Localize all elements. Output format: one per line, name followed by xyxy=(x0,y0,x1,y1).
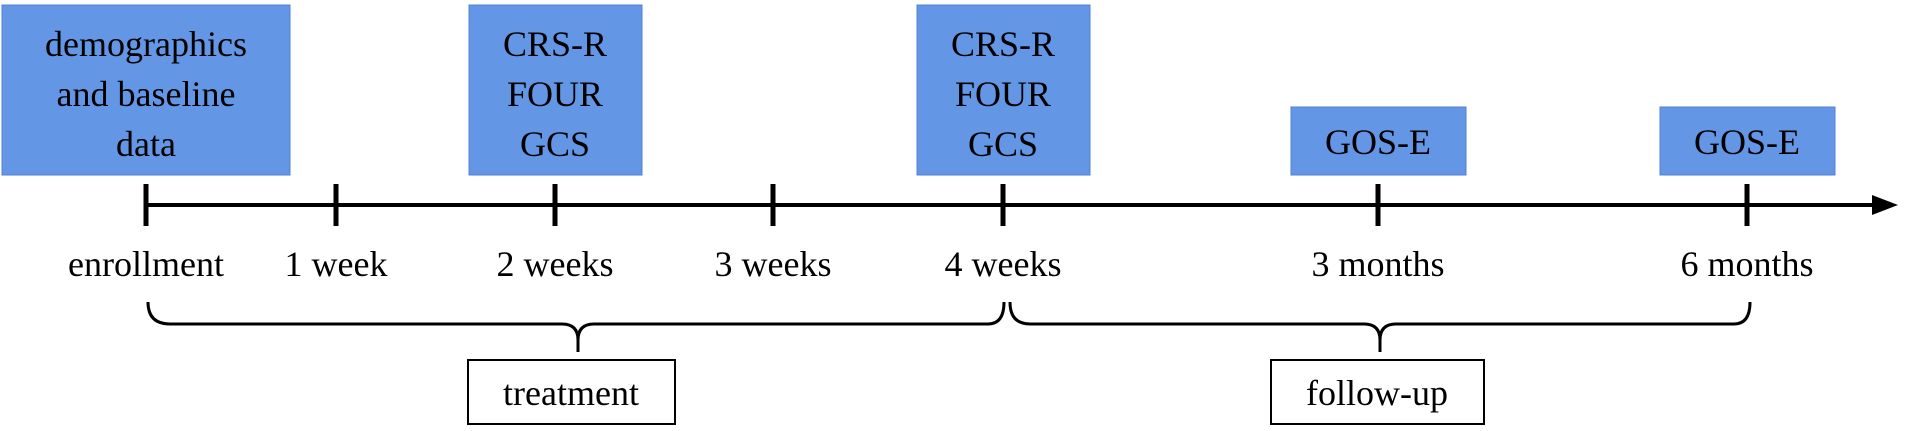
box-6-months: GOS-E xyxy=(1659,106,1836,176)
box-2-weeks: CRS-R FOUR GCS xyxy=(468,4,643,176)
phase-braces xyxy=(146,301,1752,352)
assessment-boxes: demographics and baseline data CRS-R FOU… xyxy=(1,4,1836,176)
box-6-months-shape xyxy=(1659,106,1836,176)
timepoint-label-3-weeks: 3 weeks xyxy=(715,244,832,284)
phase-follow-up: follow-up xyxy=(1270,359,1485,425)
box-baseline-line-1: demographics xyxy=(45,24,247,64)
box-6-months-line-1: GOS-E xyxy=(1694,122,1800,162)
box-3-months-shape xyxy=(1290,106,1467,176)
box-baseline: demographics and baseline data xyxy=(1,4,291,176)
box-2-weeks-line-1: CRS-R xyxy=(503,24,607,64)
box-baseline-line-3: data xyxy=(116,124,176,164)
box-2-weeks-shape xyxy=(468,4,643,176)
box-2-weeks-line-3: GCS xyxy=(520,124,590,164)
brace-follow-up xyxy=(1008,301,1752,352)
box-4-weeks-line-1: CRS-R xyxy=(951,24,1055,64)
box-4-weeks-line-3: GCS xyxy=(968,124,1038,164)
timepoint-label-1-week: 1 week xyxy=(285,244,388,284)
timepoint-label-6-months: 6 months xyxy=(1680,244,1813,284)
box-baseline-line-2: and baseline xyxy=(57,74,236,114)
timepoint-label-enrollment: enrollment xyxy=(68,244,224,284)
box-3-months-line-1: GOS-E xyxy=(1325,122,1431,162)
box-4-weeks: CRS-R FOUR GCS xyxy=(916,4,1091,176)
brace-treatment xyxy=(146,301,1006,352)
phase-follow-up-label: follow-up xyxy=(1306,373,1448,413)
phase-follow-up-box xyxy=(1270,359,1485,425)
timeline-arrowhead xyxy=(1872,195,1898,215)
phase-treatment: treatment xyxy=(467,359,676,425)
phase-treatment-box xyxy=(467,359,676,425)
timepoint-label-2-weeks: 2 weeks xyxy=(497,244,614,284)
timepoint-label-3-months: 3 months xyxy=(1311,244,1444,284)
box-4-weeks-line-2: FOUR xyxy=(955,74,1051,114)
box-3-months: GOS-E xyxy=(1290,106,1467,176)
box-4-weeks-shape xyxy=(916,4,1091,176)
box-2-weeks-line-2: FOUR xyxy=(507,74,603,114)
timeline-axis xyxy=(143,184,1898,226)
phase-labels: treatment follow-up xyxy=(467,359,1485,425)
timepoint-labels: enrollment 1 week 2 weeks 3 weeks 4 week… xyxy=(68,244,1813,284)
timepoint-label-4-weeks: 4 weeks xyxy=(945,244,1062,284)
phase-treatment-label: treatment xyxy=(503,373,639,413)
box-baseline-shape xyxy=(1,4,291,176)
